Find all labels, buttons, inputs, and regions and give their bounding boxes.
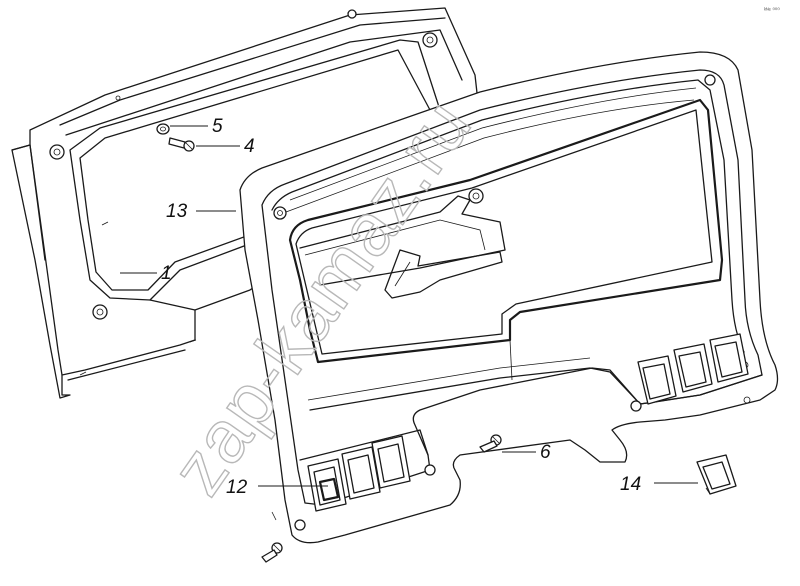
callout-label: 6 (540, 442, 551, 463)
screw-part (479, 434, 502, 453)
callout-label: 5 (212, 116, 223, 137)
callout-label: 1 (161, 263, 172, 284)
callout-13: 13 (166, 201, 236, 222)
switch-blank-part (696, 454, 737, 495)
washer-part (156, 123, 170, 135)
callout-label: 14 (620, 474, 641, 495)
mounting-nut (422, 32, 438, 48)
mounting-nut (49, 144, 65, 160)
switch-slot (307, 458, 347, 512)
callout-1: 1 (120, 263, 172, 284)
mounting-nut (92, 304, 108, 320)
screw-part (168, 137, 195, 152)
callout-5: 5 (170, 116, 223, 137)
callout-label: 12 (226, 477, 248, 498)
callout-label: 13 (166, 201, 188, 222)
switch-slot (673, 343, 713, 393)
callout-12: 12 (226, 477, 328, 498)
switch-slot (371, 435, 411, 489)
mounting-nut (347, 9, 357, 19)
switch-slot (709, 333, 749, 383)
switch-cluster-left (307, 435, 411, 512)
switch-slot (637, 355, 677, 405)
corner-note: ᵏᴺᵉ ⁰⁰⁰ (764, 7, 780, 14)
callout-label: 4 (244, 136, 255, 157)
callout-6: 6 (502, 442, 551, 463)
callout-4: 4 (196, 136, 255, 157)
switch-cluster-right (637, 333, 749, 405)
callout-14: 14 (620, 474, 698, 495)
front-bezel-part (239, 51, 779, 544)
screw-part (261, 542, 283, 563)
switch-slot (341, 446, 381, 500)
